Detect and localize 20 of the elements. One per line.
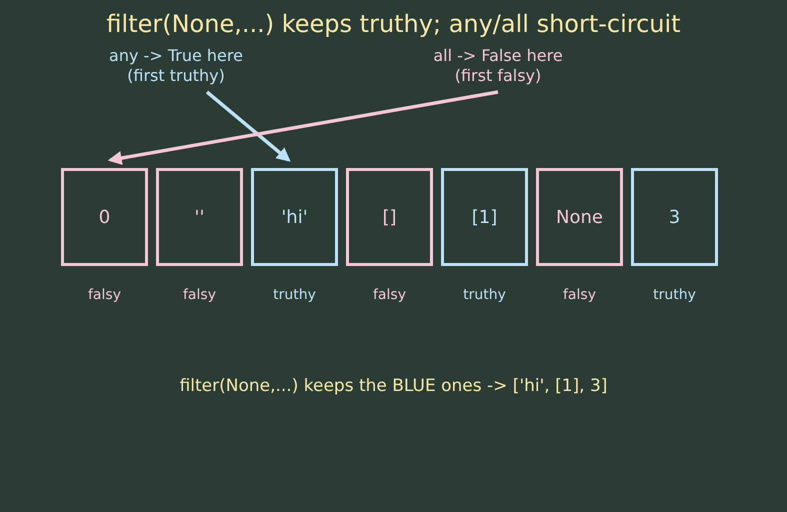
arrow bbox=[108, 90, 498, 165]
truthiness-label: falsy bbox=[87, 287, 122, 303]
note-text: filter(None,...) keeps the BLUE ones -> ['hi', [1], 3] bbox=[178, 376, 608, 396]
annotation-text: any -> True here (first truthy) bbox=[96, 46, 256, 86]
value-box: 3 bbox=[631, 168, 718, 266]
annotation-text: all -> False here (first falsy) bbox=[418, 46, 578, 86]
truthiness-label: truthy bbox=[652, 287, 697, 303]
truthiness-label: falsy bbox=[182, 287, 217, 303]
title: filter(None,...) keeps truthy; any/all short-circuit bbox=[105, 10, 682, 38]
truthiness-label: falsy bbox=[372, 287, 407, 303]
value-box: [1] bbox=[441, 168, 528, 266]
truthiness-label: truthy bbox=[462, 287, 507, 303]
value-box: 0 bbox=[61, 168, 148, 266]
arrow bbox=[206, 90, 291, 162]
value-box: '' bbox=[156, 168, 243, 266]
value-box: None bbox=[536, 168, 623, 266]
value-box: [] bbox=[346, 168, 433, 266]
truthiness-label: truthy bbox=[272, 287, 317, 303]
truthiness-label: falsy bbox=[562, 287, 597, 303]
value-box: 'hi' bbox=[251, 168, 338, 266]
